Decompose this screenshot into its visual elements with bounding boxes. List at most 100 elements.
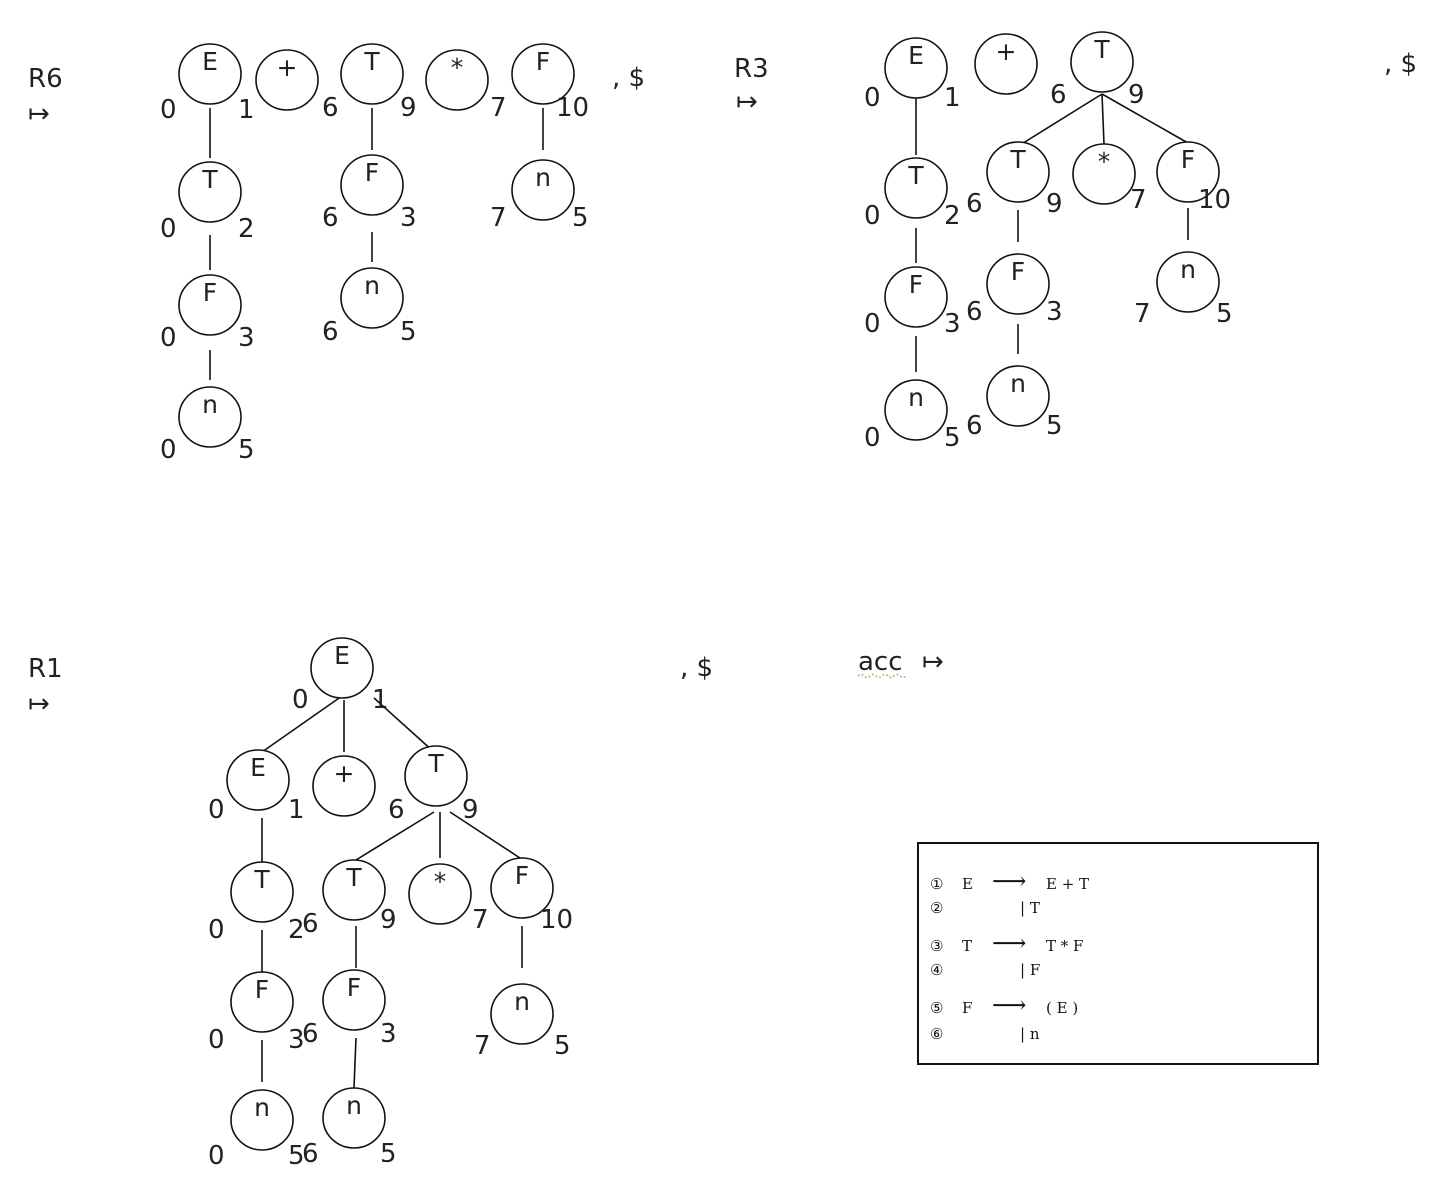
state-number: 5 bbox=[380, 1139, 397, 1169]
state-number: 7 bbox=[490, 203, 507, 233]
tree-node-r1-T: T bbox=[404, 745, 468, 807]
node-symbol: F bbox=[203, 278, 217, 307]
state-number: 3 bbox=[400, 203, 417, 233]
state-number: 0 bbox=[160, 214, 177, 244]
node-symbol: F bbox=[1181, 145, 1195, 174]
tree-node-r6-star: * bbox=[425, 49, 489, 111]
rule-lhs: F bbox=[962, 999, 972, 1017]
tree-node-r3-F: F bbox=[1156, 141, 1220, 203]
state-number: 7 bbox=[1130, 185, 1147, 215]
node-circle bbox=[178, 43, 242, 105]
node-circle bbox=[226, 749, 290, 811]
tree-edge bbox=[373, 697, 435, 753]
node-symbol: T bbox=[1093, 35, 1110, 64]
tree-edge bbox=[353, 1037, 357, 1089]
state-number: 5 bbox=[400, 317, 417, 347]
node-symbol: n bbox=[908, 383, 924, 412]
node-circle bbox=[340, 267, 404, 329]
state-number: 9 bbox=[462, 795, 479, 825]
tree-node-r1-n: n bbox=[230, 1089, 294, 1151]
rule-arrow: ⟶ bbox=[992, 929, 1026, 957]
node-symbol: E bbox=[250, 753, 266, 782]
node-symbol: n bbox=[346, 1091, 362, 1120]
tree-edges bbox=[209, 93, 1189, 1089]
tree-node-r6-F3: F bbox=[340, 154, 404, 216]
node-circle bbox=[884, 266, 948, 328]
state-number: 0 bbox=[208, 795, 225, 825]
node-circle bbox=[511, 43, 575, 105]
state-number: 6 bbox=[966, 411, 983, 441]
node-symbol: E bbox=[908, 41, 924, 70]
step-label-acc: acc bbox=[858, 647, 903, 677]
node-symbol: n bbox=[202, 390, 218, 419]
state-number: 6 bbox=[302, 909, 319, 939]
node-circle bbox=[230, 1089, 294, 1151]
state-number: 10 bbox=[556, 93, 589, 123]
state-number: 3 bbox=[380, 1019, 397, 1049]
state-number: 1 bbox=[372, 685, 389, 715]
state-number: 5 bbox=[238, 435, 255, 465]
state-number: 6 bbox=[966, 189, 983, 219]
node-circle bbox=[340, 43, 404, 105]
state-number: 7 bbox=[490, 93, 507, 123]
grammar-rule-2: ②| T bbox=[930, 899, 1040, 917]
tree-node-r6-F: F bbox=[511, 43, 575, 105]
state-number: 2 bbox=[238, 214, 255, 244]
state-number: 0 bbox=[292, 685, 309, 715]
state-number: 5 bbox=[944, 423, 961, 453]
state-number: 7 bbox=[1134, 299, 1151, 329]
state-number: 3 bbox=[944, 309, 961, 339]
grammar-box bbox=[917, 842, 1319, 1065]
state-number: 0 bbox=[208, 1025, 225, 1055]
state-number: 5 bbox=[288, 1141, 305, 1171]
step-label-r6: R6 bbox=[28, 64, 63, 94]
tree-node-r3-T: T bbox=[1070, 31, 1134, 93]
state-number: 5 bbox=[1046, 411, 1063, 441]
state-number: 6 bbox=[322, 93, 339, 123]
step-arrow-acc: ↦ bbox=[922, 647, 944, 677]
node-symbol: n bbox=[514, 987, 530, 1016]
step-tail-r1: , $ bbox=[680, 653, 713, 683]
node-symbol: F bbox=[1011, 257, 1025, 286]
node-symbol: F bbox=[347, 973, 361, 1002]
state-number: 1 bbox=[944, 83, 961, 113]
node-circle bbox=[490, 983, 554, 1045]
node-symbol: n bbox=[254, 1093, 270, 1122]
node-symbol: F bbox=[909, 270, 923, 299]
node-circle bbox=[1072, 143, 1136, 205]
state-number: 10 bbox=[540, 905, 573, 935]
node-symbol: T bbox=[253, 865, 270, 894]
state-number: 6 bbox=[1050, 80, 1067, 110]
rule-arrow: ⟶ bbox=[992, 867, 1026, 895]
tree-edge bbox=[1101, 93, 1105, 145]
tree-node-r1-F3: F bbox=[322, 969, 386, 1031]
node-circle bbox=[178, 274, 242, 336]
rule-rhs: | F bbox=[1020, 961, 1040, 979]
tree-node-r3-T3: T bbox=[986, 141, 1050, 203]
node-circle bbox=[986, 141, 1050, 203]
grammar-rule-4: ④| F bbox=[930, 961, 1040, 979]
node-circle bbox=[178, 386, 242, 448]
node-symbol: n bbox=[535, 163, 551, 192]
node-symbol: n bbox=[364, 271, 380, 300]
tree-node-r1-T3: T bbox=[322, 859, 386, 921]
tree-node-r6-n2: n bbox=[340, 267, 404, 329]
node-circle bbox=[408, 863, 472, 925]
node-circle bbox=[230, 971, 294, 1033]
state-number: 0 bbox=[208, 1141, 225, 1171]
node-symbol: E bbox=[334, 641, 350, 670]
state-number: 0 bbox=[160, 435, 177, 465]
rule-arrow: ⟶ bbox=[992, 991, 1026, 1019]
state-number: 2 bbox=[944, 201, 961, 231]
state-number: 0 bbox=[864, 201, 881, 231]
state-number: 9 bbox=[1128, 80, 1145, 110]
tree-node-r6-n: n bbox=[178, 386, 242, 448]
rule-rhs: T * F bbox=[1046, 937, 1083, 955]
step-arrow-r1: ↦ bbox=[28, 689, 50, 719]
node-circle bbox=[884, 37, 948, 99]
